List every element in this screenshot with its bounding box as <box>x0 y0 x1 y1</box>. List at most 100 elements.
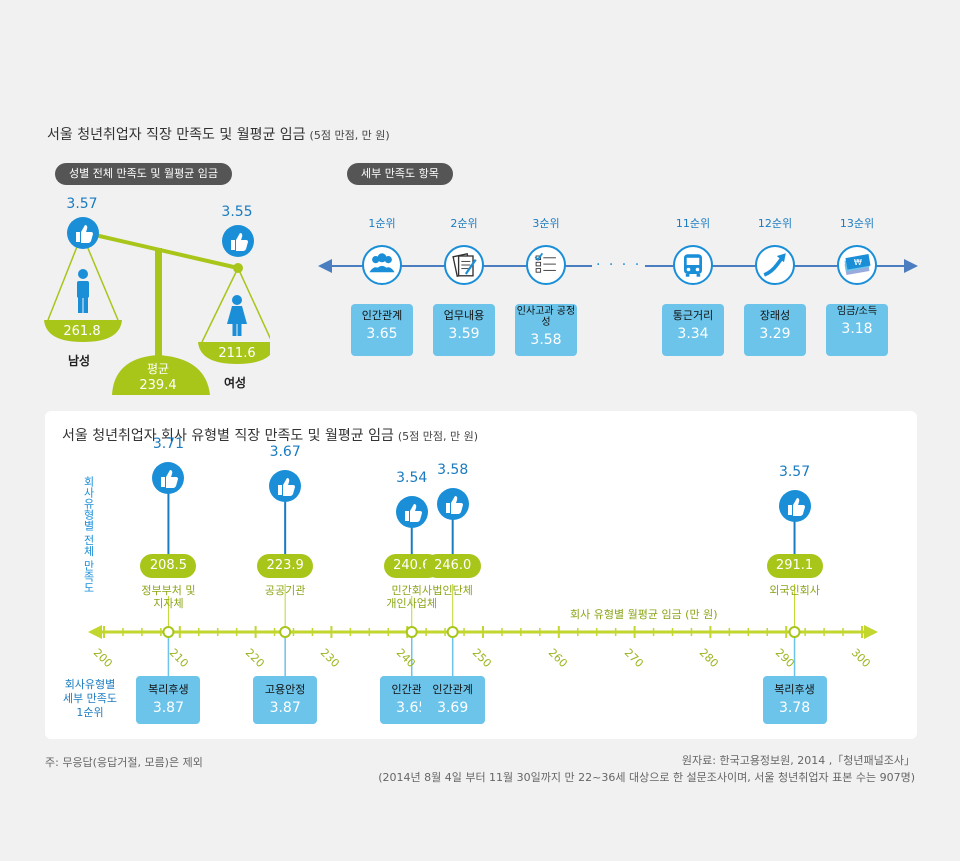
y-axis-label: 회사유형별 전체 만족도 <box>82 476 95 593</box>
detail-item-value: 3.18 <box>841 321 873 337</box>
scale-pole <box>155 248 162 373</box>
female-thumb-icon <box>221 224 255 262</box>
thumb-icon <box>395 495 429 533</box>
checklist-icon <box>526 245 566 285</box>
point-marker <box>788 626 801 638</box>
balance-scale <box>44 230 270 395</box>
female-figure-icon <box>227 295 247 336</box>
point-score: 3.71 <box>152 436 184 452</box>
point-name: 공공기관 <box>240 584 330 597</box>
footer-source: 원자료: 한국고용정보원, 2014 ,「청년패널조사」 <box>681 754 915 767</box>
point-marker <box>162 626 175 638</box>
thumb-icon <box>268 469 302 507</box>
point-name-line: 법인단체 <box>432 584 473 597</box>
point-name: 외국인회사 <box>750 584 840 597</box>
female-score: 3.55 <box>221 204 253 220</box>
rank-label: 회사유형별 세부 만족도 1순위 <box>52 678 128 720</box>
point-top-item-value: 3.87 <box>269 700 301 716</box>
female-pan <box>198 342 270 364</box>
point-top-item-value: 3.69 <box>437 700 469 716</box>
male-pan <box>44 320 122 342</box>
detail-item-value: 3.59 <box>448 326 480 342</box>
detail-item-box: 업무내용 3.59 <box>433 304 495 356</box>
detail-rank: 1순위 <box>368 217 396 230</box>
axis-arrow-left <box>88 625 102 639</box>
point-name-line: 민간회사 <box>391 584 432 597</box>
female-label: 여성 <box>224 376 247 390</box>
point-score: 3.57 <box>778 464 811 480</box>
average-label: 평균 <box>146 362 170 376</box>
detail-item-box: 인간관계 3.65 <box>351 304 413 356</box>
rank-label-line3: 1순위 <box>76 706 104 719</box>
point-score: 3.54 <box>396 470 428 486</box>
x-axis-label: 회사 유형별 월평균 임금 (만 원) <box>570 608 718 621</box>
point-top-item-value: 3.78 <box>778 700 811 716</box>
point-name-line: 공공기관 <box>264 584 306 597</box>
point-marker <box>405 626 418 638</box>
point-wage: 223.9 <box>257 554 314 578</box>
bottom-title-unit: (5점 만점, 만 원) <box>397 430 479 443</box>
gender-pill: 성별 전체 만족도 및 월평균 임금 <box>55 163 233 185</box>
rank-label-line2: 세부 만족도 <box>62 692 118 705</box>
scale-base <box>112 355 210 395</box>
point-top-item: 복리후생 3.78 <box>762 676 827 724</box>
svg-text:₩: ₩ <box>854 257 862 267</box>
detail-rank: 2순위 <box>450 217 478 230</box>
point-top-item: 인간관계 3.69 <box>420 676 485 724</box>
top-title: 서울 청년취업자 직장 만족도 및 월평균 임금(5점 만점, 만 원) <box>47 124 390 144</box>
male-thumb-icon <box>66 216 100 254</box>
point-score: 3.67 <box>269 444 301 460</box>
point-top-item-value: 3.65 <box>396 700 428 716</box>
point-top-item-label: 복리후생 <box>774 683 815 696</box>
detail-item-label: 업무내용 <box>443 309 485 322</box>
detail-rank: 3순위 <box>532 217 560 230</box>
point-top-item-value: 3.87 <box>152 700 184 716</box>
detail-item-value: 3.65 <box>366 326 398 342</box>
detail-ellipsis: · · · · <box>592 257 646 273</box>
top-title-unit: (5점 만점, 만 원) <box>309 129 390 142</box>
point-top-item-label: 복리후생 <box>148 683 189 696</box>
point-top-item: 복리후생 3.87 <box>136 676 201 724</box>
thumb-icon <box>778 489 812 527</box>
bottom-title: 서울 청년취업자 회사 유형별 직장 만족도 및 월평균 임금(5점 만점, 만… <box>62 425 478 445</box>
point-name-line: 지자체 <box>153 597 184 610</box>
male-score: 3.57 <box>66 196 98 212</box>
point-wage: 291.1 <box>766 554 823 578</box>
footer-detail: (2014년 8월 4일 부터 11월 30일까지 만 22~36세 대상으로 … <box>378 771 915 784</box>
money-icon: ₩ <box>837 245 877 285</box>
point-marker <box>446 626 459 638</box>
detail-item-label: 인사고과 공정성 <box>516 306 576 328</box>
detail-item-box: 인사고과 공정성 3.58 <box>515 304 577 356</box>
detail-item-value: 3.58 <box>530 332 562 348</box>
detail-item-box: 임금/소득 3.18 <box>826 304 888 356</box>
point-top-item-label: 인간관계 <box>432 683 473 696</box>
point-name-line: 개인사업체 <box>386 597 438 610</box>
growth-arrow-icon <box>755 245 795 285</box>
detail-item-value: 3.29 <box>759 326 791 342</box>
people-icon <box>362 245 402 285</box>
detail-item-label: 임금/소득 <box>836 306 878 317</box>
male-label: 남성 <box>68 354 91 368</box>
point-name: 법인단체 <box>408 584 498 597</box>
point-wage: 208.5 <box>140 554 197 578</box>
detail-rank: 11순위 <box>675 217 711 230</box>
bottom-title-text: 서울 청년취업자 회사 유형별 직장 만족도 및 월평균 임금 <box>62 428 394 444</box>
detail-pill: 세부 만족도 항목 <box>347 163 453 185</box>
male-wage: 261.8 <box>63 324 101 339</box>
detail-rank: 13순위 <box>839 217 875 230</box>
detail-item-label: 인간관계 <box>361 309 403 322</box>
top-title-text: 서울 청년취업자 직장 만족도 및 월평균 임금 <box>47 127 306 143</box>
thumb-icon <box>151 461 185 499</box>
male-figure-icon <box>77 269 89 313</box>
point-score: 3.58 <box>437 462 469 478</box>
bus-icon <box>673 245 713 285</box>
female-wage: 211.6 <box>218 346 256 361</box>
detail-rank: 12순위 <box>757 217 793 230</box>
point-marker <box>279 626 292 638</box>
